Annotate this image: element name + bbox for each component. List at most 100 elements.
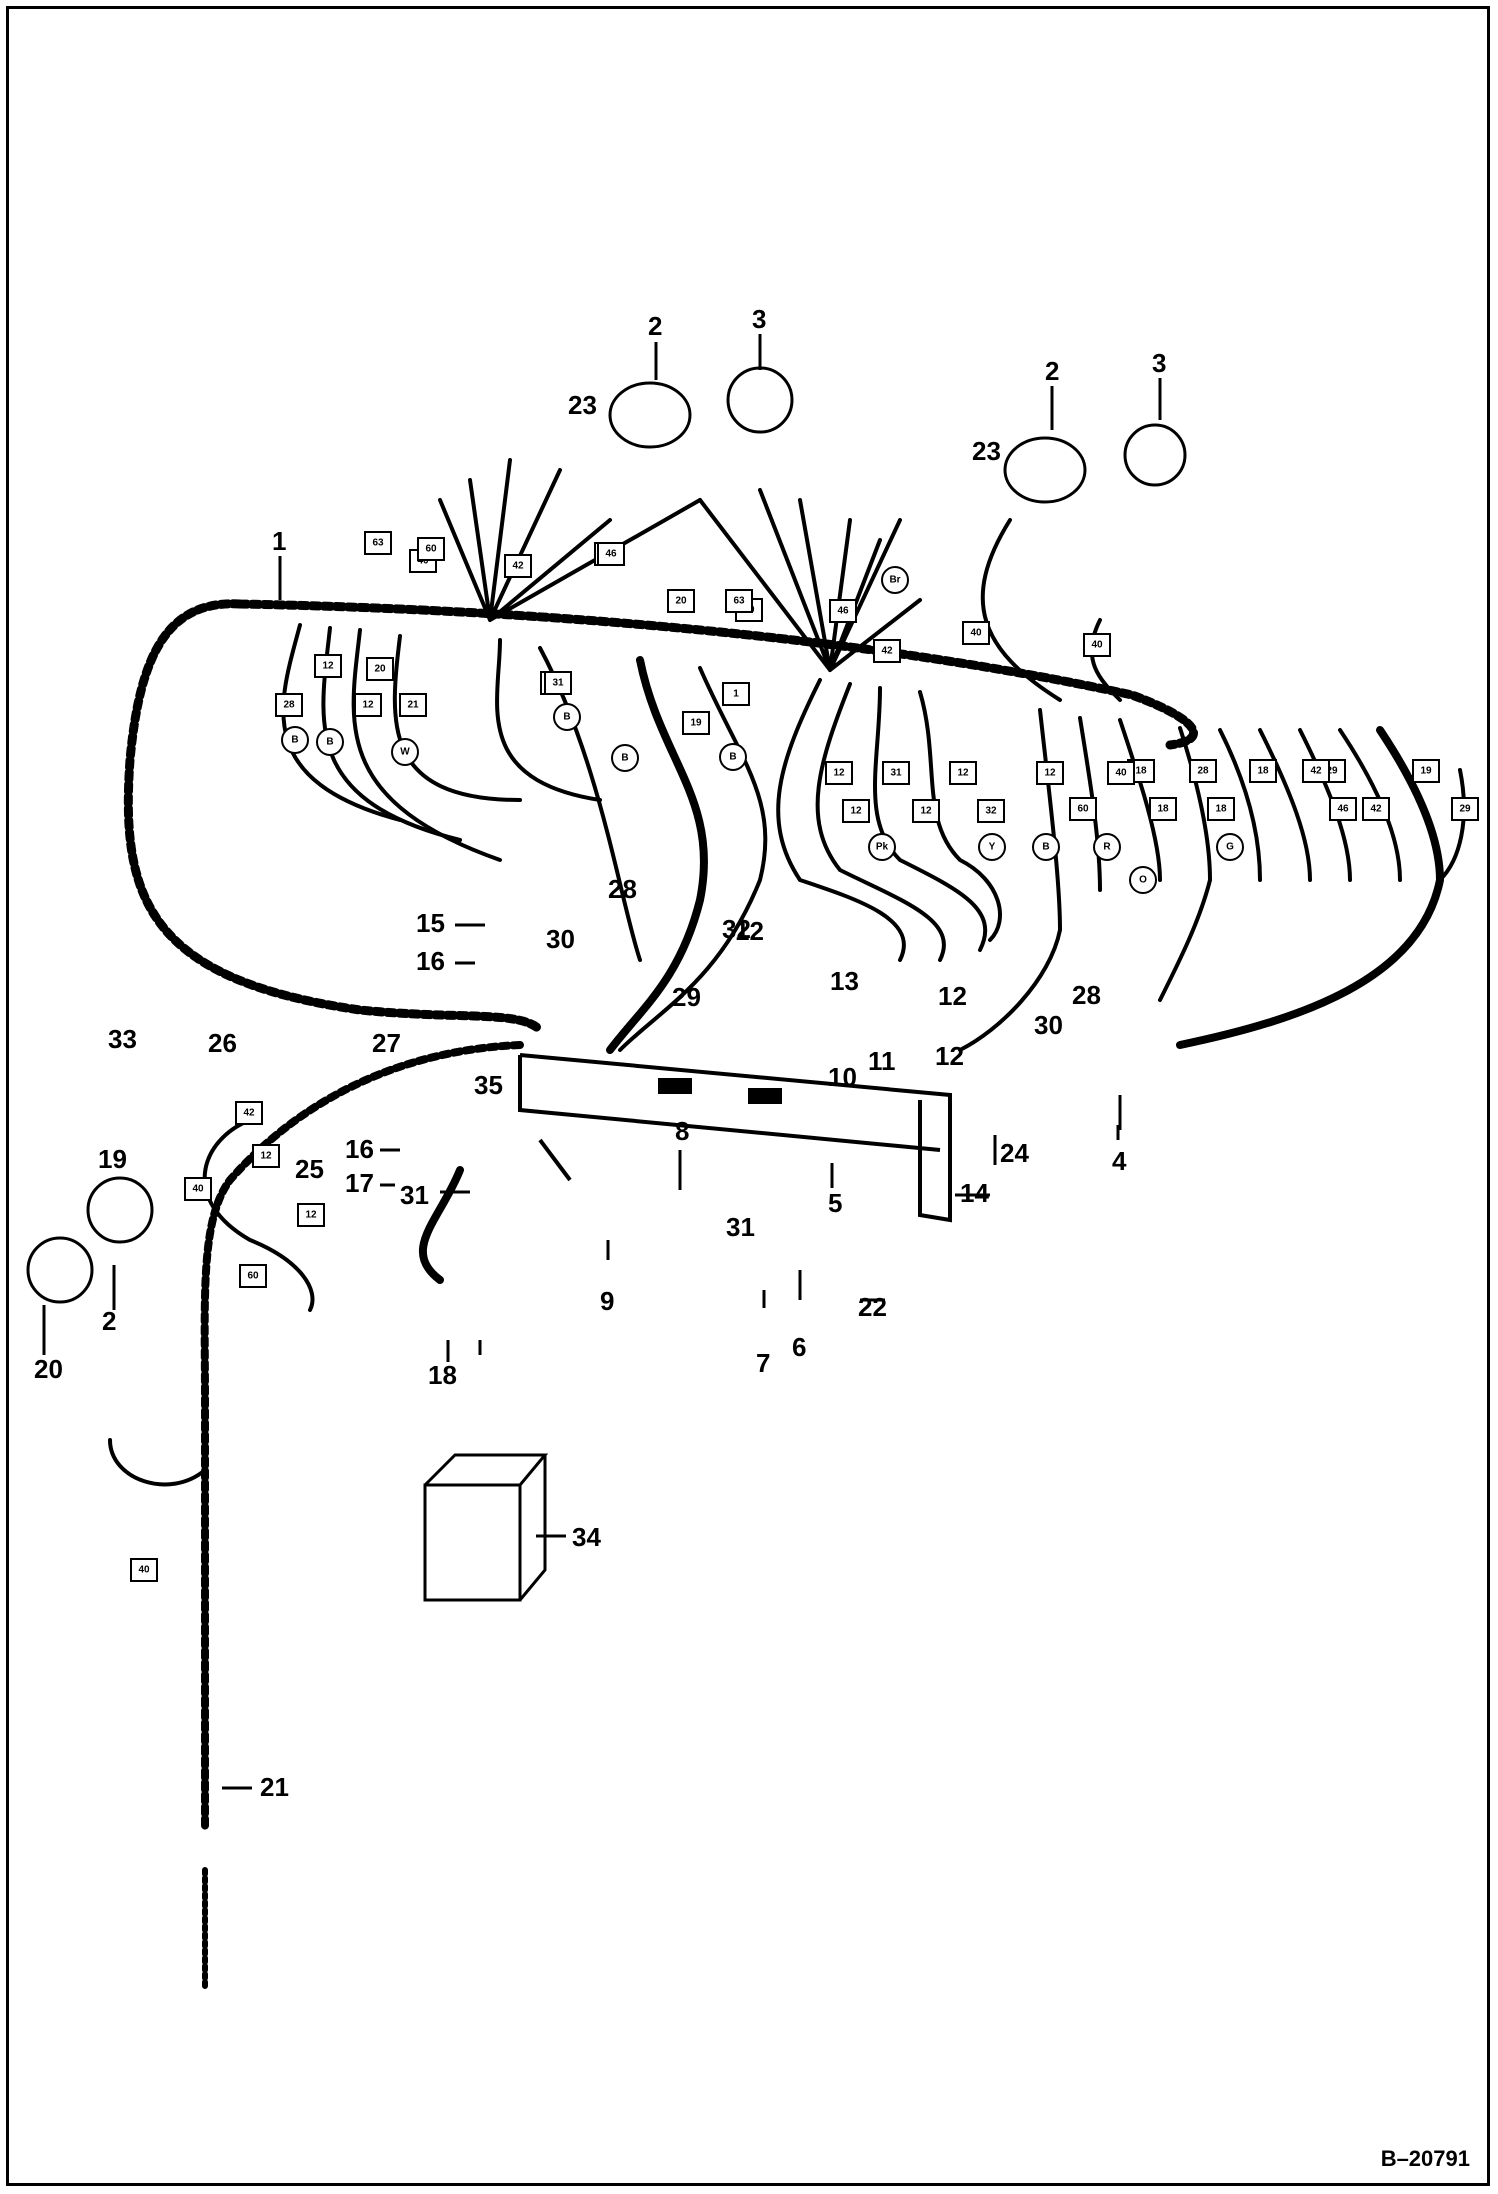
wire-tag: 32	[977, 799, 1005, 823]
wire-tag: 19	[1412, 759, 1440, 783]
callout: 8	[675, 1116, 689, 1146]
callout: 12	[935, 1041, 964, 1071]
callout: 19	[98, 1144, 127, 1174]
wire-tag: 18	[1207, 797, 1235, 821]
wire-tag: 28	[1189, 759, 1217, 783]
wire-tag: 20	[366, 657, 394, 681]
wire-code: Y	[978, 833, 1006, 861]
callout: 4	[1112, 1146, 1127, 1176]
callouts: 1 2 2 2 3 3 4 5 6 7 8 9 10 11 12 12 12 1…	[34, 304, 1166, 1802]
wire-code: O	[1129, 866, 1157, 894]
wire-code: B	[1032, 833, 1060, 861]
svg-text:40: 40	[417, 556, 429, 567]
svg-text:40: 40	[1091, 640, 1103, 651]
svg-text:60: 60	[425, 544, 437, 555]
wire-code: B	[719, 743, 747, 771]
svg-text:B: B	[326, 737, 333, 748]
callout: 3	[752, 304, 766, 334]
wire-tag: 60	[239, 1264, 267, 1288]
wire-tag: 12	[354, 693, 382, 717]
svg-text:12: 12	[850, 806, 862, 817]
svg-text:B: B	[729, 752, 736, 763]
wire-tag: 40	[1107, 761, 1135, 785]
callout: 17	[345, 1168, 374, 1198]
wire-tag: 60	[1069, 797, 1097, 821]
wire-tag: 42	[1362, 797, 1390, 821]
svg-text:60: 60	[247, 1271, 259, 1282]
callout: 18	[428, 1360, 457, 1390]
callout: 25	[295, 1154, 324, 1184]
wire-tag: 18	[1249, 759, 1277, 783]
wire-tag: 12	[252, 1144, 280, 1168]
svg-text:B: B	[1042, 842, 1049, 853]
svg-text:20: 20	[675, 596, 687, 607]
wire-code: G	[1216, 833, 1244, 861]
wire-tag: 29	[1451, 797, 1479, 821]
wire-code: B	[316, 728, 344, 756]
wire-tag: 46	[597, 542, 625, 566]
callout: 26	[208, 1028, 237, 1058]
wire-tag: 12	[297, 1203, 325, 1227]
battery	[423, 1453, 549, 1602]
svg-text:42: 42	[512, 561, 524, 572]
svg-text:63: 63	[733, 596, 745, 607]
callout: 16	[345, 1134, 374, 1164]
svg-text:29: 29	[1459, 804, 1471, 815]
svg-text:W: W	[400, 747, 410, 758]
callout: 9	[600, 1286, 614, 1316]
svg-text:12: 12	[260, 1151, 272, 1162]
wire-tag: 46	[1329, 797, 1357, 821]
main-panel	[518, 1053, 952, 1223]
callout: 2	[1045, 356, 1059, 386]
wire-tag: 1	[722, 682, 750, 706]
wire-tag: 40	[962, 621, 990, 645]
wire-tag: 63	[364, 531, 392, 555]
svg-text:1: 1	[733, 689, 739, 700]
svg-text:20: 20	[374, 664, 386, 675]
svg-text:40: 40	[1115, 768, 1127, 779]
wire-tag: 19	[682, 711, 710, 735]
svg-text:19: 19	[1420, 766, 1432, 777]
svg-text:18: 18	[1135, 766, 1147, 777]
wire-code: W	[391, 738, 419, 766]
wire-tag: 12	[949, 761, 977, 785]
svg-text:32: 32	[985, 806, 997, 817]
callout: 3	[1152, 348, 1166, 378]
wire-tag: 28	[275, 693, 303, 717]
svg-text:46: 46	[605, 549, 617, 560]
svg-text:42: 42	[1370, 804, 1382, 815]
svg-text:31: 31	[890, 768, 902, 779]
svg-text:12: 12	[833, 768, 845, 779]
svg-text:12: 12	[305, 1210, 317, 1221]
svg-text:Y: Y	[989, 842, 996, 853]
wire-tag: 42	[1302, 759, 1330, 783]
callout: 23	[568, 390, 597, 420]
wire-code: B	[611, 744, 639, 772]
wire-tag: 40	[1083, 633, 1111, 657]
callout: 5	[828, 1188, 842, 1218]
wire-tag: 12	[1036, 761, 1064, 785]
svg-text:46: 46	[837, 606, 849, 617]
svg-text:18: 18	[1257, 766, 1269, 777]
svg-text:60: 60	[1077, 804, 1089, 815]
callout: 2	[102, 1306, 116, 1336]
callout: 28	[608, 874, 637, 904]
svg-text:B: B	[291, 735, 298, 746]
svg-text:Pk: Pk	[876, 842, 889, 853]
wire-tag: 31	[544, 671, 572, 695]
svg-text:B: B	[563, 712, 570, 723]
callout: 23	[972, 436, 1001, 466]
callout: 10	[828, 1062, 857, 1092]
wire-tag: 12	[314, 654, 342, 678]
svg-text:46: 46	[1337, 804, 1349, 815]
callout: 2	[648, 311, 662, 341]
callout: 14	[960, 1178, 989, 1208]
wire-tags: 12 12 12 12 12 12 12 12 12 18 18 18 18 1…	[130, 531, 1479, 1582]
svg-text:12: 12	[322, 661, 334, 672]
wire-code-circles: B B B B B B Y R O G W Pk Br	[281, 566, 1244, 894]
svg-text:40: 40	[138, 1565, 150, 1576]
wire-tag: 42	[873, 639, 901, 663]
svg-text:42: 42	[243, 1108, 255, 1119]
svg-text:42: 42	[1310, 766, 1322, 777]
